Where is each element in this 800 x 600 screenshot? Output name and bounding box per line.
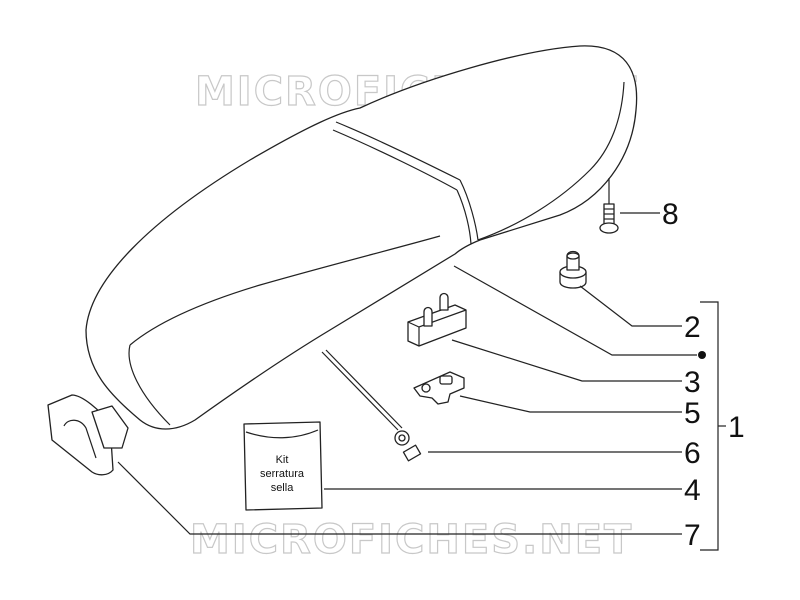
kit-label-line1: Kit: [276, 454, 289, 466]
callout-6: 6: [684, 437, 701, 470]
latch-plate-part: [413, 371, 465, 405]
assembly-bracket: [700, 301, 719, 551]
lock-cover-part: [47, 394, 129, 476]
bracket-part: [407, 292, 467, 347]
callout-2: 2: [684, 311, 701, 344]
leader-lines: [117, 212, 697, 535]
callout-3: 3: [684, 366, 701, 399]
callout-1: 1: [728, 411, 745, 444]
callout-7: 7: [684, 519, 701, 552]
rubber-buffer-part: [559, 250, 587, 289]
screw-part: [599, 178, 619, 234]
leader-5: [459, 395, 682, 413]
kit-label-line2: serratura: [260, 468, 305, 480]
callout-4: 4: [684, 474, 701, 507]
seat-illustration: [85, 45, 638, 430]
leader-dot: [453, 265, 697, 356]
leader-7: [117, 461, 682, 535]
leader-2: [579, 285, 682, 327]
kit-package: Kit serratura sella: [243, 421, 323, 511]
watermark-bottom: MICROFICHES.NET: [190, 517, 633, 563]
assembly-dot: [698, 351, 706, 359]
callout-5: 5: [684, 397, 701, 430]
leader-3: [451, 339, 682, 382]
kit-label-line3: sella: [271, 482, 295, 494]
callout-8: 8: [662, 198, 679, 231]
cable-part: [321, 349, 422, 462]
